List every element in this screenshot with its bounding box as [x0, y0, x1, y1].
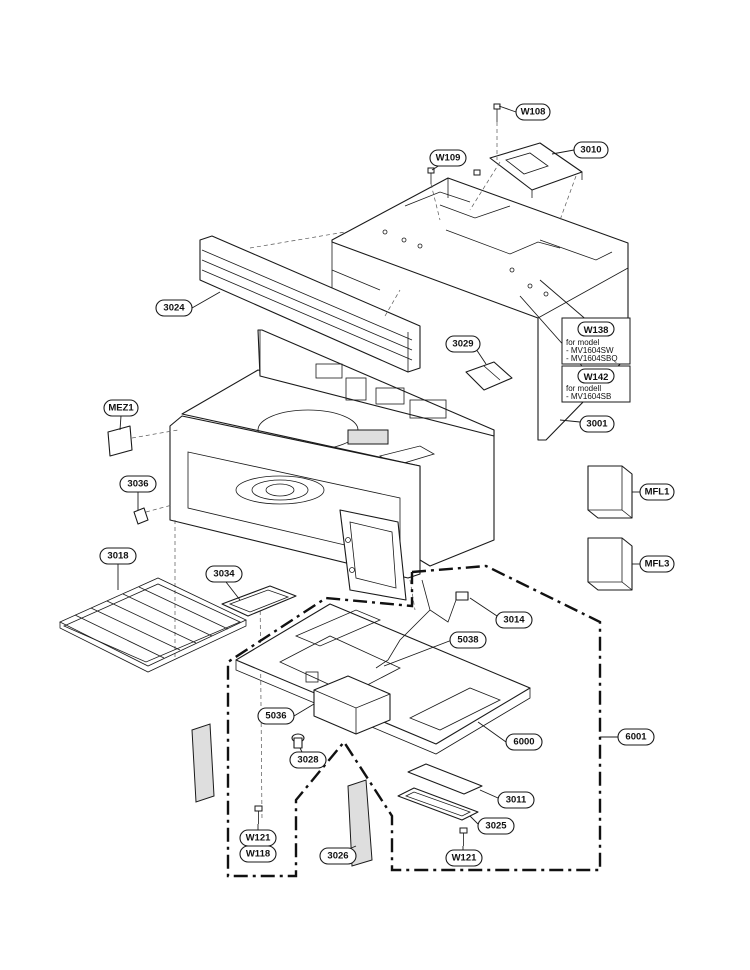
svg-text:5038: 5038 — [457, 635, 478, 646]
svg-text:for modell: for modell — [566, 384, 601, 393]
housing-5036 — [313, 675, 391, 735]
svg-text:3011: 3011 — [506, 795, 527, 806]
note-w138: W138 for model - MV1604SW - MV1604SBQ — [561, 317, 631, 365]
label-3010: 3010 — [573, 141, 609, 159]
label-5038: 5038 — [449, 631, 487, 649]
svg-text:3029: 3029 — [452, 339, 473, 350]
front-grille-3024 — [199, 231, 421, 373]
label-3034: 3034 — [205, 565, 243, 583]
svg-text:3028: 3028 — [297, 755, 318, 766]
label-3036: 3036 — [119, 475, 157, 493]
base-plate-6000 — [235, 603, 531, 755]
screw-w108 — [493, 103, 501, 160]
svg-text:W142: W142 — [584, 372, 609, 383]
svg-text:W138: W138 — [584, 325, 609, 336]
label-3025: 3025 — [477, 817, 515, 835]
oven-cavity — [169, 329, 495, 821]
svg-text:3018: 3018 — [107, 551, 128, 562]
label-3014: 3014 — [495, 611, 533, 629]
bracket-3029 — [465, 361, 513, 391]
svg-text:3026: 3026 — [327, 851, 348, 862]
label-3026: 3026 — [319, 847, 357, 865]
label-6001: 6001 — [617, 728, 655, 746]
rack-3018 — [59, 577, 247, 673]
outer-cabinet-3001 — [331, 177, 629, 441]
label-3024: 3024 — [155, 299, 193, 317]
svg-text:W109: W109 — [436, 153, 461, 164]
label-w121-right: W121 — [445, 849, 483, 867]
svg-text:- MV1604SW: - MV1604SW — [566, 346, 614, 355]
svg-text:W121: W121 — [452, 853, 478, 864]
tray-3034 — [221, 585, 297, 617]
note-w142: W142 for modell - MV1604SB — [561, 365, 631, 403]
manual-mfl1 — [587, 465, 633, 519]
svg-text:3025: 3025 — [485, 821, 507, 832]
screw-w109 — [427, 167, 481, 221]
svg-text:W121: W121 — [246, 833, 272, 844]
label-3001: 3001 — [579, 415, 615, 433]
grease-filter-left — [191, 723, 215, 803]
clip-3036 — [133, 504, 173, 525]
boundary-6001 — [226, 564, 602, 878]
svg-text:5036: 5036 — [265, 711, 286, 722]
label-6000: 6000 — [505, 733, 543, 751]
label-w109: W109 — [429, 149, 467, 167]
label-3028: 3028 — [289, 751, 327, 769]
screw-w121-right — [459, 827, 468, 846]
label-mfl3: MFL3 — [639, 555, 675, 573]
grease-filter-3026 — [347, 779, 373, 867]
svg-text:6001: 6001 — [625, 732, 647, 743]
svg-text:3036: 3036 — [127, 479, 148, 490]
svg-text:W118: W118 — [246, 849, 270, 860]
svg-text:- MV1604SB: - MV1604SB — [566, 392, 611, 401]
manual-mfl3 — [587, 537, 633, 591]
label-3029: 3029 — [445, 335, 481, 353]
svg-text:3001: 3001 — [586, 419, 608, 430]
label-w108: W108 — [515, 103, 551, 121]
label-w121-left: W121 — [239, 829, 277, 847]
top-bracket-3010 — [469, 142, 583, 221]
svg-text:3010: 3010 — [580, 145, 601, 156]
svg-text:6000: 6000 — [513, 737, 534, 748]
label-5036: 5036 — [257, 707, 295, 725]
svg-text:- MV1604SBQ: - MV1604SBQ — [566, 354, 618, 363]
label-3011: 3011 — [497, 791, 535, 809]
svg-text:3034: 3034 — [213, 569, 235, 580]
label-mfl1: MFL1 — [639, 483, 675, 501]
label-3018: 3018 — [99, 547, 137, 565]
label-mez1 — [107, 425, 179, 457]
label-w118: W118 — [239, 845, 277, 863]
label-mez1-tag: MEZ1 — [103, 399, 139, 417]
svg-text:3014: 3014 — [503, 615, 525, 626]
svg-text:W108: W108 — [521, 107, 546, 118]
svg-text:MEZ1: MEZ1 — [108, 403, 134, 414]
svg-text:3024: 3024 — [163, 303, 185, 314]
filter-3011 — [407, 763, 483, 795]
cover-3025 — [397, 787, 479, 821]
svg-text:MFL3: MFL3 — [645, 559, 670, 570]
screw-w121-left — [254, 805, 263, 824]
fuse-3028 — [291, 733, 305, 749]
svg-text:for model: for model — [566, 338, 600, 347]
wire-harness-3014 — [375, 579, 469, 669]
svg-text:MFL1: MFL1 — [645, 487, 671, 498]
